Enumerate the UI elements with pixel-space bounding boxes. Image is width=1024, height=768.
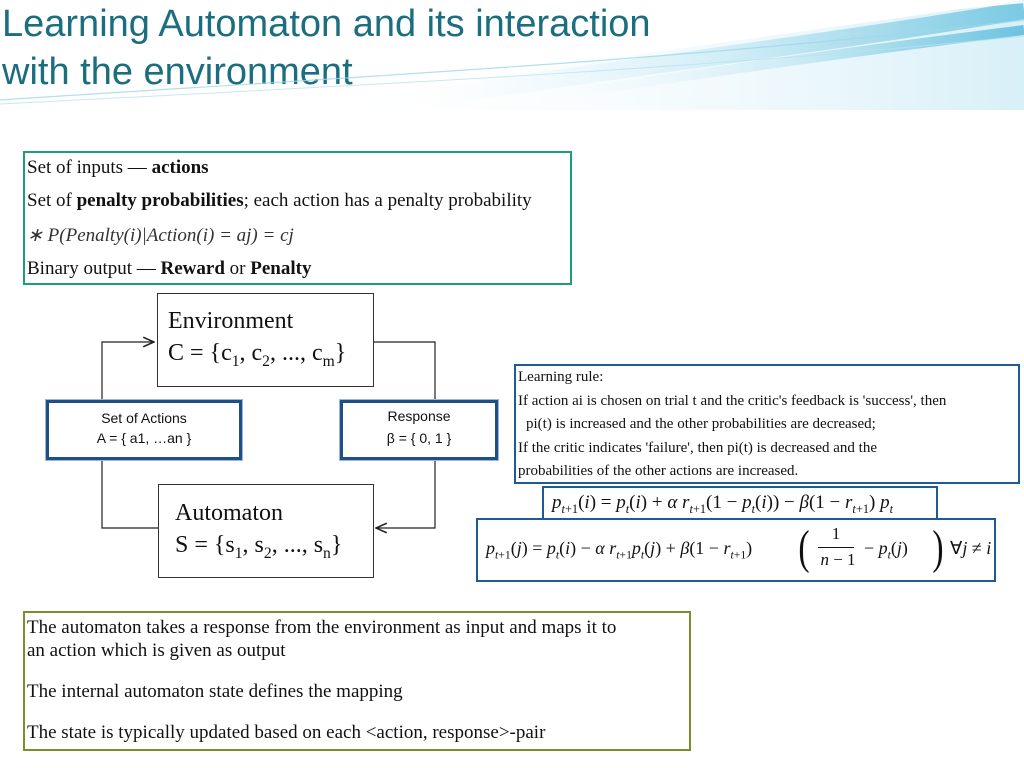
learning-rule-line-1: If action ai is chosen on trial t and th… [518, 392, 947, 409]
title-line-2: with the environment [2, 51, 353, 93]
response-label: Response [387, 408, 451, 424]
inputs-description-box: Set of inputs — actions Set of penalty p… [23, 151, 572, 285]
automaton-box: Automaton S = {s1, s2, ..., sn} [158, 484, 374, 578]
title-line-1: Learning Automaton and its interaction [2, 3, 651, 45]
learning-rule-box: Learning rule: If action ai is chosen on… [514, 364, 1020, 484]
update-formula-others: pt+1(j) = pt(i) − α rt+1pt(j) + β(1 − rt… [476, 518, 996, 582]
actions-set: A = { a1, …an } [96, 430, 192, 446]
update-formula-success: pt+1(i) = pt(i) + α rt+1(1 − pt(i)) − β(… [542, 486, 938, 522]
learning-rule-line-2: pi(t) is increased and the other probabi… [526, 416, 876, 432]
penalty-probabilities-line: Set of penalty probabilities; each actio… [27, 190, 532, 211]
page-title: Learning Automaton and its interaction w… [2, 0, 802, 96]
inputs-line: Set of inputs — actions [27, 157, 209, 178]
response-box: Response β = { 0, 1 } [340, 400, 498, 460]
environment-title: Environment [168, 308, 294, 334]
response-set: β = { 0, 1 } [386, 430, 452, 446]
automaton-set: S = {s1, s2, ..., sn} [175, 532, 343, 562]
environment-set: C = {c1, c2, ..., cm} [168, 340, 347, 370]
mapping-line-4: The state is typically updated based on … [27, 722, 546, 743]
environment-box: Environment C = {c1, c2, ..., cm} [157, 293, 374, 387]
mapping-line-1: The automaton takes a response from the … [27, 617, 617, 638]
learning-rule-heading: Learning rule: [518, 369, 604, 385]
learning-rule-line-3: If the critic indicates 'failure', then … [518, 439, 877, 456]
binary-output-line: Binary output — Reward or Penalty [27, 258, 312, 279]
penalty-formula: ∗ P(Penalty(i)|Action(i) = aj) = cj [27, 225, 294, 246]
learning-rule-line-4: probabilities of the other actions are i… [518, 463, 799, 479]
mapping-line-3: The internal automaton state defines the… [27, 681, 403, 702]
mapping-line-2: an action which is given as output [27, 640, 286, 661]
actions-label: Set of Actions [101, 410, 187, 426]
mapping-description-box: The automaton takes a response from the … [23, 611, 691, 751]
actions-box: Set of Actions A = { a1, …an } [46, 400, 242, 460]
header-wave-decoration [0, 0, 1024, 110]
automaton-title: Automaton [175, 500, 283, 526]
